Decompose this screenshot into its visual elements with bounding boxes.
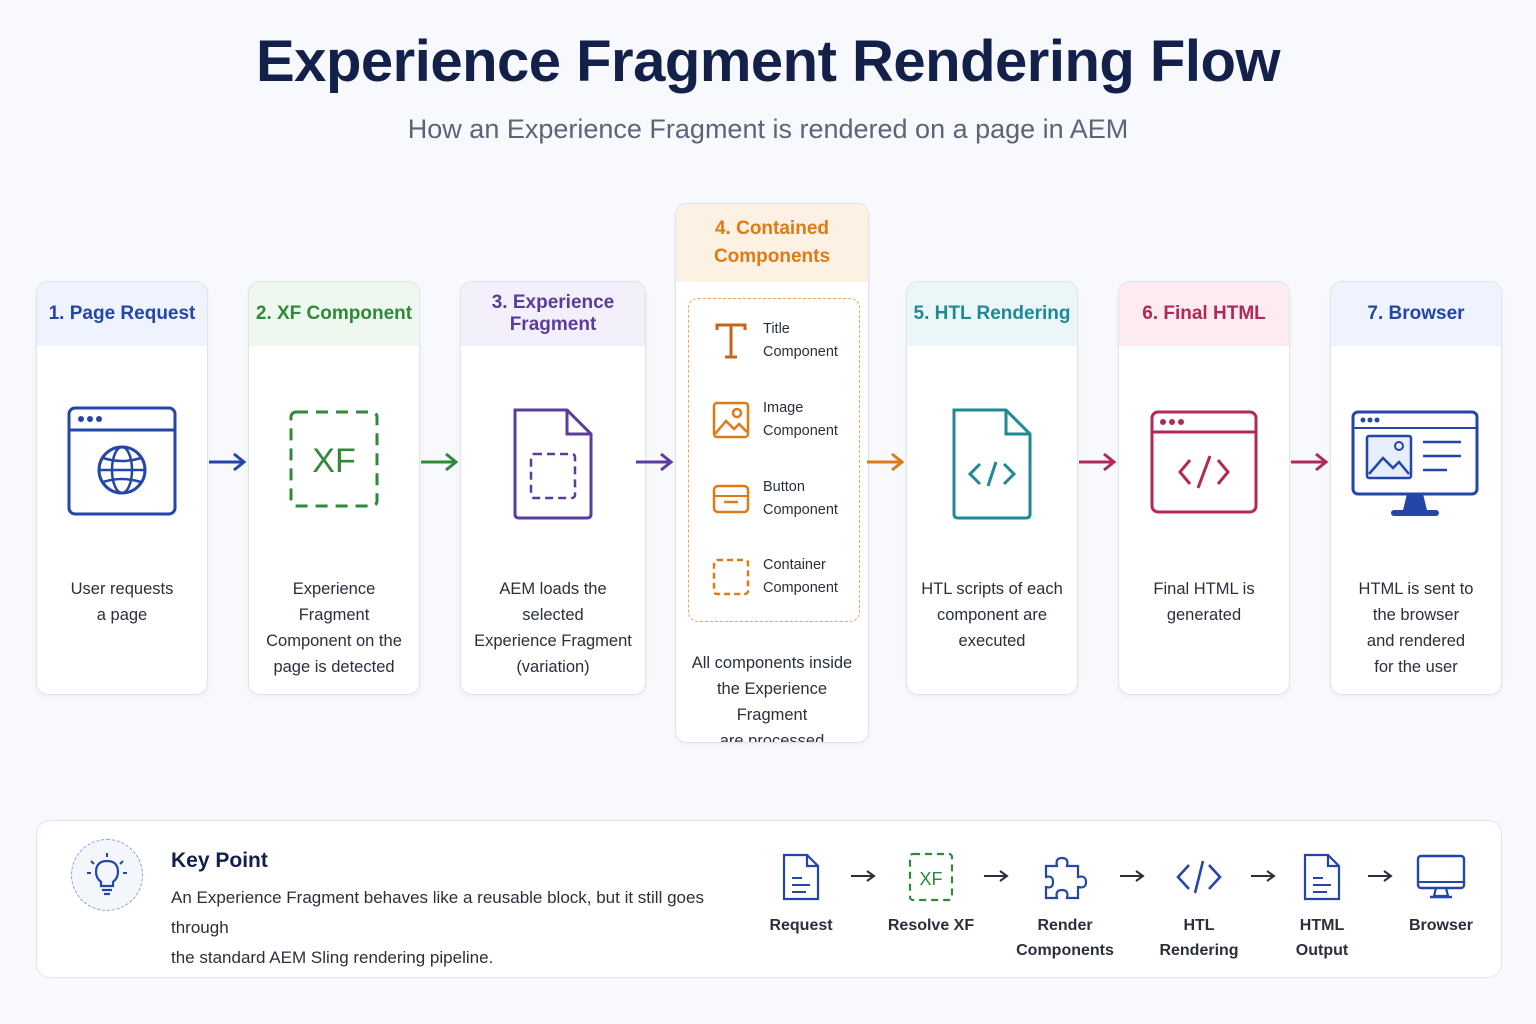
- step-title: 4. Contained Components: [676, 204, 868, 282]
- html-doc-icon: [1267, 849, 1377, 905]
- step-desc-line: Component on the: [266, 632, 402, 650]
- key-point-title: Key Point: [171, 849, 268, 872]
- step-desc-line: the Experience Fragment: [716, 680, 828, 724]
- code-file-icon: [907, 406, 1077, 520]
- monitor-icon: [1331, 408, 1501, 520]
- page-subtitle: How an Experience Fragment is rendered o…: [407, 114, 1129, 144]
- image-icon: [711, 400, 751, 440]
- step-desc-line: generated: [1166, 606, 1242, 624]
- step-title: 1. Page Request: [37, 282, 207, 346]
- key-point-panel: Key Point An Experience Fragment behaves…: [36, 820, 1502, 978]
- step-card-experience-fragment: 3. Experience Fragment AEM loads the sel…: [460, 281, 646, 695]
- step-title: 2. XF Component: [249, 282, 419, 346]
- arrow-right-icon: [867, 452, 905, 472]
- arrow-right-icon: [1251, 870, 1276, 882]
- step-title: 7. Browser: [1331, 282, 1501, 346]
- request-doc-icon: [746, 849, 856, 905]
- step-desc-line: (variation): [516, 658, 590, 676]
- step-desc-line: are processed: [719, 732, 825, 743]
- arrow-right-icon: [421, 452, 459, 472]
- step-desc-line: AEM loads the selected: [499, 580, 607, 624]
- page-title: Experience Fragment Rendering Flow: [256, 29, 1281, 94]
- arrow-right-icon: [636, 452, 674, 472]
- step-desc-line: HTML is sent to: [1358, 580, 1474, 598]
- step-desc-line: and rendered: [1366, 632, 1466, 650]
- xf-small-icon: XF: [876, 849, 986, 905]
- pipeline-step-resolve-xf: XF Resolve XF: [876, 849, 986, 938]
- browser-monitor-icon: [1386, 849, 1496, 905]
- step-desc-line: component are: [936, 606, 1048, 624]
- code-icon: [1144, 849, 1254, 905]
- browser-globe-icon: [37, 406, 207, 516]
- button-icon: [711, 479, 751, 519]
- arrow-right-icon: [1079, 452, 1117, 472]
- step-desc-line: HTL scripts of each: [921, 580, 1063, 598]
- step-desc-line: for the user: [1374, 658, 1458, 676]
- step-title: 5. HTL Rendering: [907, 282, 1077, 346]
- svg-text:XF: XF: [919, 869, 942, 889]
- step-card-final-html: 6. Final HTML Final HTML is generated: [1118, 281, 1290, 695]
- step-card-page-request: 1. Page Request User requests a page: [36, 281, 208, 695]
- document-icon: [461, 406, 645, 520]
- pipeline-step-request: Request: [746, 849, 856, 938]
- step-card-browser: 7. Browser HTML is sent to the browser a…: [1330, 281, 1502, 695]
- step-card-htl-rendering: 5. HTL Rendering HTL scripts of each com…: [906, 281, 1078, 695]
- arrow-right-icon: [209, 452, 247, 472]
- arrow-right-icon: [851, 870, 876, 882]
- svg-text:XF: XF: [312, 442, 355, 480]
- arrow-right-icon: [1291, 452, 1329, 472]
- step-desc-line: Experience Fragment: [292, 580, 376, 624]
- container-icon: [711, 557, 751, 597]
- code-window-icon: [1119, 410, 1289, 514]
- step-desc-line: Experience Fragment: [474, 632, 632, 650]
- step-desc-line: User requests: [70, 580, 174, 598]
- lightbulb-icon: [71, 839, 143, 911]
- step-desc-line: Final HTML is: [1153, 580, 1255, 598]
- step-desc-line: a page: [96, 606, 148, 624]
- step-desc-line: the browser: [1372, 606, 1460, 624]
- arrow-right-icon: [1120, 870, 1145, 882]
- arrow-right-icon: [984, 870, 1009, 882]
- step-card-xf-component: 2. XF Component XF Experience Fragment C…: [248, 281, 420, 695]
- puzzle-icon: [1010, 849, 1120, 905]
- title-icon: [711, 321, 751, 361]
- key-point-text: An Experience Fragment behaves like a re…: [171, 888, 704, 967]
- step-desc-line: executed: [958, 632, 1026, 650]
- arrow-right-icon: [1368, 870, 1393, 882]
- step-desc-line: page is detected: [273, 658, 395, 676]
- step-title: 3. Experience Fragment: [461, 282, 645, 346]
- step-desc-line: All components inside: [691, 654, 853, 672]
- pipeline-step-browser: Browser: [1386, 849, 1496, 938]
- step-title: 6. Final HTML: [1119, 282, 1289, 346]
- xf-icon: XF: [249, 410, 419, 510]
